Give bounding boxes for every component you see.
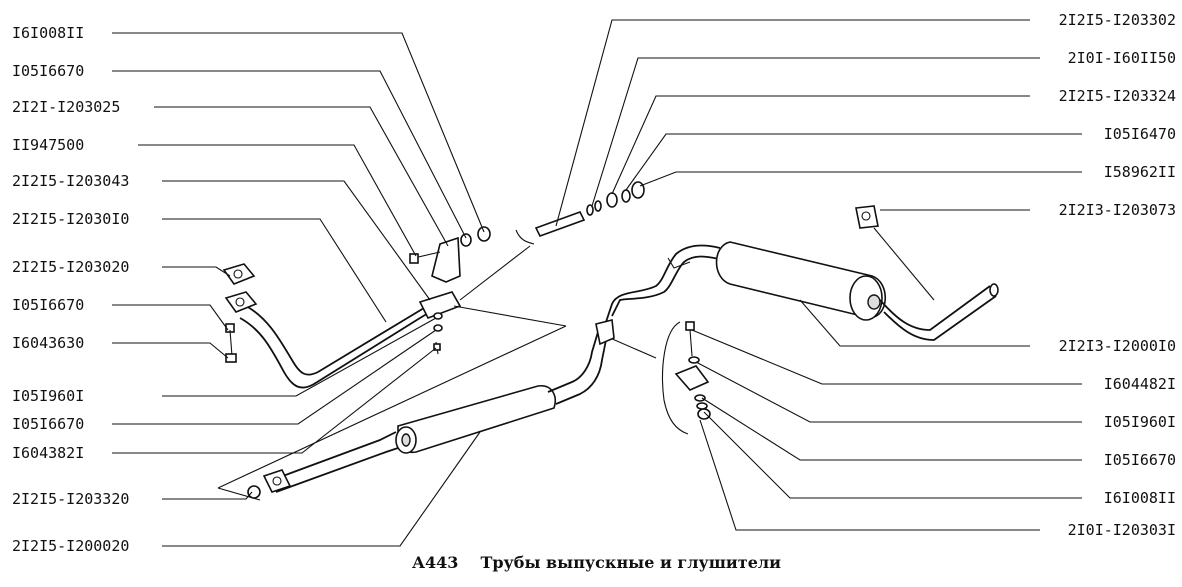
figure-title: Трубы выпускные и глушители xyxy=(480,553,782,572)
part-label-left-7: 2I2I5-I203020 xyxy=(12,258,130,276)
part-label-right-1: 2I2I5-I203302 xyxy=(1058,11,1176,29)
part-label-right-10: I05I6670 xyxy=(1103,451,1176,469)
figure-code: А443 xyxy=(412,553,459,572)
part-label-left-12: I604382I xyxy=(12,444,85,462)
middle-resonator xyxy=(247,319,615,499)
part-label-left-4: II947500 xyxy=(12,136,85,154)
part-label-left-10: I05I960I xyxy=(12,387,85,405)
fasteners-left xyxy=(225,226,491,363)
part-label-right-6: 2I2I3-I203073 xyxy=(1058,201,1176,219)
front-exhaust-pipe xyxy=(239,291,462,389)
part-label-right-8: I604482I xyxy=(1103,375,1176,393)
part-label-right-2: 2I0I-I60II50 xyxy=(1067,49,1176,67)
part-label-right-3: 2I2I5-I203324 xyxy=(1058,87,1176,105)
rod-and-small-rings xyxy=(534,181,645,237)
part-label-left-5: 2I2I5-I203043 xyxy=(12,172,130,190)
part-label-left-13: 2I2I5-I203320 xyxy=(12,490,130,508)
part-label-left-2: I05I6670 xyxy=(12,62,85,80)
flange-gaskets xyxy=(222,263,258,313)
part-label-left-9: I6043630 xyxy=(12,334,85,352)
part-label-left-6: 2I2I5-I2030I0 xyxy=(12,210,130,228)
part-label-right-11: I6I008II xyxy=(1103,489,1176,507)
part-label-right-4: I05I6470 xyxy=(1103,125,1176,143)
part-label-left-8: I05I6670 xyxy=(12,296,85,314)
part-label-left-11: I05I6670 xyxy=(12,415,85,433)
part-label-left-1: I6I008II xyxy=(12,24,85,42)
part-label-right-12: 2I0I-I20303I xyxy=(1067,521,1176,539)
figure-caption: А443 Трубы выпускные и глушители xyxy=(412,553,781,572)
part-label-right-7: 2I2I3-I2000I0 xyxy=(1058,337,1176,355)
leader-lines-right xyxy=(555,19,1082,531)
leader-lines-left xyxy=(112,32,485,547)
part-label-left-14: 2I2I5-I200020 xyxy=(12,537,130,555)
rear-muffler xyxy=(605,205,999,341)
part-label-right-9: I05I960I xyxy=(1103,413,1176,431)
assembly-guide-lines xyxy=(217,229,689,501)
part-label-right-5: I58962II xyxy=(1103,163,1176,181)
rear-clamp-fasteners xyxy=(674,321,711,420)
part-label-left-3: 2I2I-I203025 xyxy=(12,98,121,116)
